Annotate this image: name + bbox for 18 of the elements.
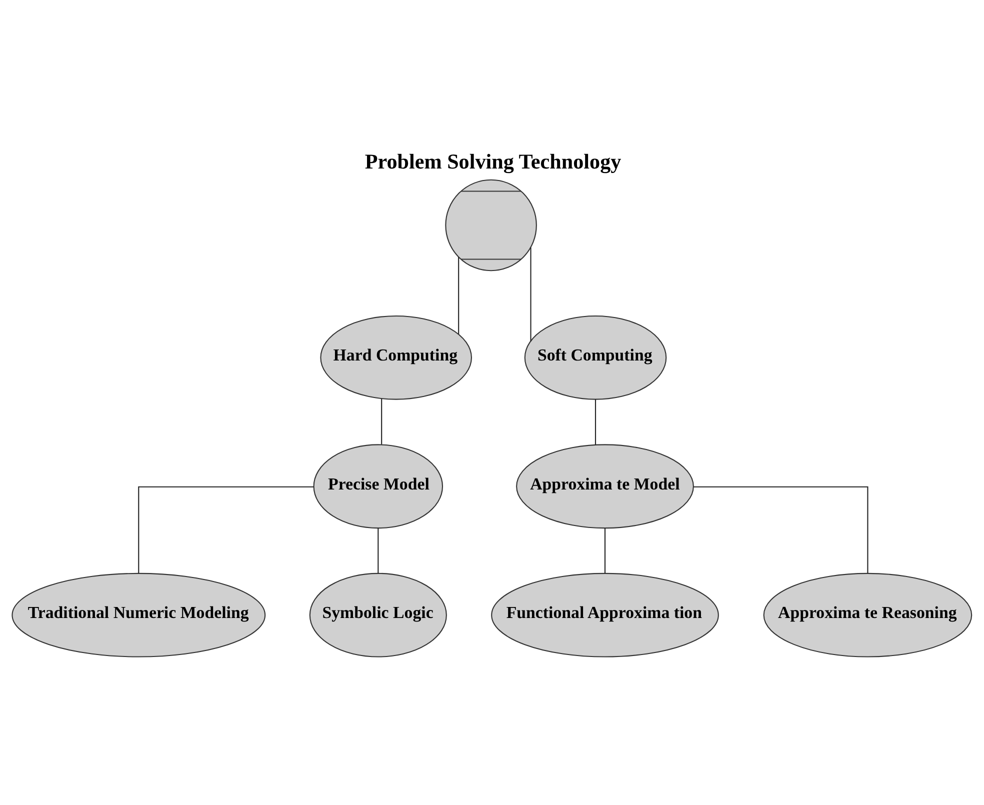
node-ellipse: Traditional Numeric Modeling	[12, 572, 266, 658]
connector	[604, 528, 606, 574]
connector	[530, 247, 532, 342]
node-ellipse: Precise Model	[313, 444, 444, 529]
connector	[694, 486, 868, 574]
connector	[138, 486, 314, 574]
diagram-title: Problem Solving Technology	[364, 149, 622, 174]
node-ellipse: Functional Approxima tion	[491, 572, 719, 658]
connector	[381, 398, 382, 444]
node-ellipse: Approxima te Model	[516, 444, 694, 529]
connector	[594, 399, 596, 445]
node-ellipse: Soft Computing	[524, 315, 667, 400]
node-ellipse: Approxima te Reasoning	[763, 572, 972, 658]
node-ellipse: Symbolic Logic	[309, 572, 447, 658]
connector	[458, 256, 460, 334]
node-ellipse: Hard Computing	[320, 315, 472, 400]
connector	[378, 528, 379, 574]
node-circle	[445, 179, 537, 272]
